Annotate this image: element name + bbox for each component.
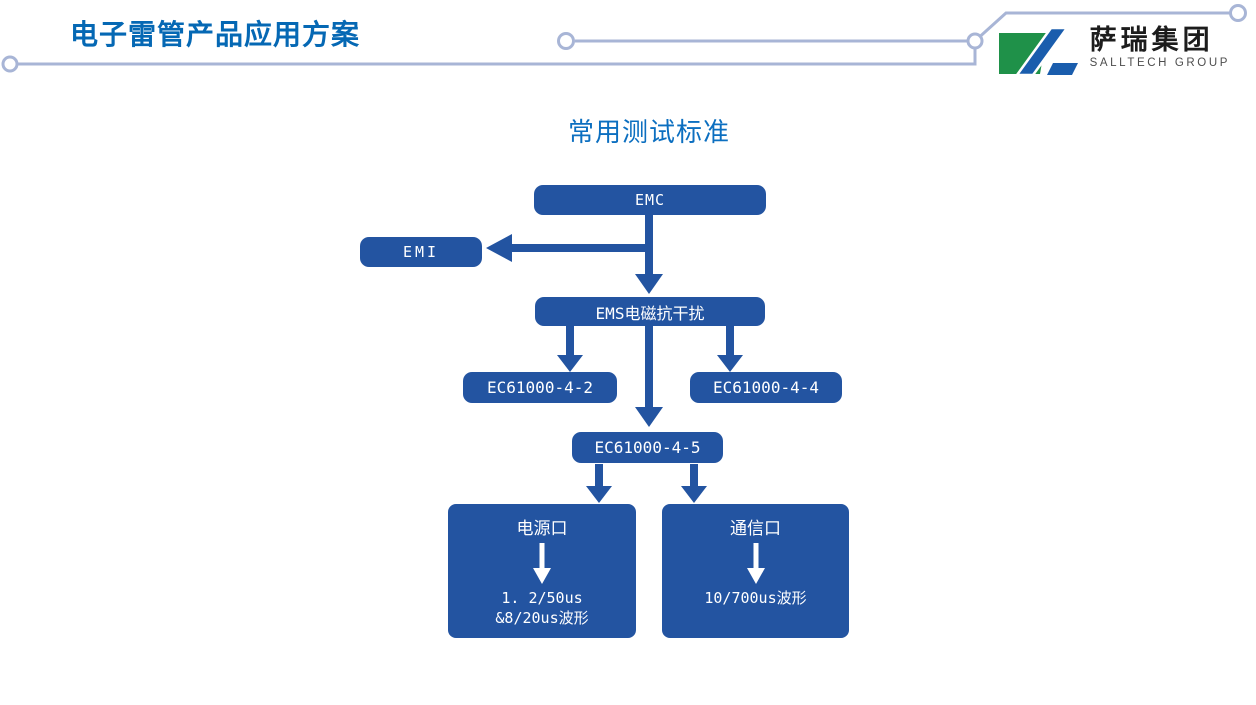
decor-circle-left <box>1 55 19 73</box>
logo-text: 萨瑞集团 SALLTECH GROUP <box>1089 25 1230 69</box>
arrowhead-ems <box>635 274 663 294</box>
comm-port-waveform-line1: 10/700us波形 <box>704 589 807 607</box>
arrowhead-ec2 <box>557 355 583 372</box>
comm-port-title: 通信口 <box>730 519 781 539</box>
node-ec61000-4-4: EC61000-4-4 <box>690 372 842 403</box>
decor-circle-right <box>1229 4 1247 22</box>
decor-line-diagonal <box>973 11 1230 43</box>
power-port-waveform: 1. 2/50us &8/20us波形 <box>495 589 588 628</box>
node-comm-port: 通信口 10/700us波形 <box>662 504 849 638</box>
company-logo: 萨瑞集团 SALLTECH GROUP <box>998 25 1230 75</box>
logo-blue-dash <box>1046 63 1078 75</box>
arrowhead-comm <box>681 486 707 503</box>
diagram-heading: 常用测试标准 <box>568 117 731 147</box>
node-ems: EMS电磁抗干扰 <box>535 297 765 326</box>
power-port-waveform-line2: &8/20us波形 <box>495 608 589 627</box>
logo-company-name: 萨瑞集团 <box>1089 25 1214 55</box>
logo-blue-diagonal <box>1015 28 1069 75</box>
power-port-waveform-line1: 1. 2/50us <box>501 589 583 607</box>
logo-mark-icon <box>998 28 1078 75</box>
decorative-circuit-lines <box>1 4 1247 73</box>
node-power-port: 电源口 1. 2/50us &8/20us波形 <box>448 504 636 638</box>
power-port-title: 电源口 <box>516 519 568 539</box>
down-arrow-icon <box>746 543 765 584</box>
arrowhead-power <box>586 486 612 503</box>
logo-company-name-en: SALLTECH GROUP <box>1089 56 1230 69</box>
arrowhead-ec5 <box>635 407 663 427</box>
node-ec61000-4-5: EC61000-4-5 <box>572 432 723 463</box>
down-arrow-icon <box>533 543 551 584</box>
node-emi: EMI <box>360 237 482 267</box>
slide-title: 电子雷管产品应用方案 <box>70 19 361 50</box>
node-emc: EMC <box>534 185 766 215</box>
arrowhead-ec4 <box>717 355 743 372</box>
decor-circle-junction <box>966 32 984 50</box>
node-ec61000-4-2: EC61000-4-2 <box>463 372 617 403</box>
comm-port-waveform: 10/700us波形 <box>704 589 806 609</box>
decor-circle-mid <box>557 32 575 50</box>
arrowhead-emi <box>486 234 512 262</box>
